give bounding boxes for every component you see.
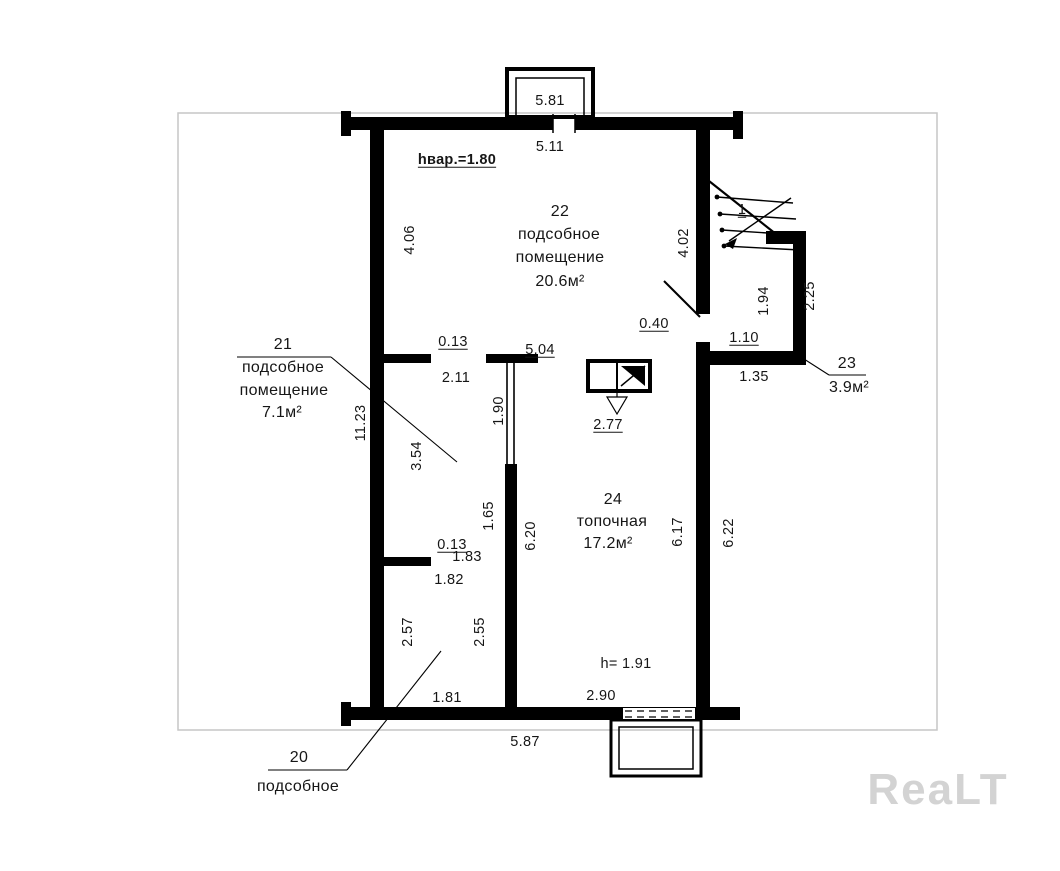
door-leaf-line <box>663 280 701 318</box>
room20-number: 20 <box>289 749 309 766</box>
dim-left-total: 11.23 <box>352 404 369 442</box>
dim-ext-inner: 1.94 <box>755 286 772 316</box>
room24-area: 17.2м² <box>583 535 633 552</box>
dim-mid-left: 3.54 <box>408 441 425 471</box>
room23-area: 3.9м² <box>828 379 870 396</box>
room22-name-line1: подсобное <box>517 226 601 243</box>
dim-right-upper: 4.02 <box>675 228 692 258</box>
burner-symbol <box>605 391 629 416</box>
dim-stub2-183: 1.83 <box>452 548 482 565</box>
dim-boiler: 2.77 <box>593 416 623 433</box>
stairs-direction-arrow <box>728 197 792 242</box>
room21-number: 21 <box>273 336 293 353</box>
dim-ext-corridor: 1.10 <box>729 329 759 346</box>
watermark: ReaLT <box>867 765 1009 814</box>
dim-stub1-length: 2.11 <box>441 369 471 386</box>
room21-name-line2: помещение <box>239 382 329 399</box>
partition-thin-wall <box>506 363 515 464</box>
chimney-box <box>505 67 595 119</box>
dim-left-upper: 4.06 <box>401 225 418 255</box>
note-height-bottom: h= 1.91 <box>600 655 652 672</box>
room24-name: топочная <box>576 513 648 530</box>
dim-stub1-thickness: 0.13 <box>438 333 468 350</box>
room22-number: 22 <box>550 203 570 220</box>
room23-number: 23 <box>837 355 857 372</box>
room24-number: 24 <box>603 491 623 508</box>
dim-partition-620: 6.20 <box>522 521 539 551</box>
plot-boundary <box>177 112 938 731</box>
arrowhead <box>725 238 737 249</box>
dim-door-width: 0.40 <box>639 315 669 332</box>
dim-right-inner: 6.17 <box>669 517 686 547</box>
bottom-protrusion <box>609 708 703 778</box>
leader-lines <box>237 356 866 771</box>
room21-name-line1: подсобное <box>241 359 325 376</box>
dim-stub2-thickness: 0.13 <box>437 536 467 553</box>
room21-area: 7.1м² <box>261 404 303 421</box>
stair-number: 1 <box>737 201 747 218</box>
dim-twall-top: 5.04 <box>525 341 555 358</box>
room20-name: подсобное <box>256 778 340 795</box>
dim-top-inner: 5.11 <box>535 138 565 155</box>
dim-bottom-290: 2.90 <box>586 687 616 704</box>
dim-right-outer: 6.22 <box>720 518 737 548</box>
dim-twall-drop: 1.90 <box>490 396 507 426</box>
room22-area: 20.6м² <box>535 273 585 290</box>
dim-chimney-width: 5.81 <box>535 92 565 109</box>
stairs-group <box>708 180 801 251</box>
dim-gap-165: 1.65 <box>480 501 497 531</box>
dim-ext-bottom: 1.35 <box>739 368 769 385</box>
dim-bottom-total: 5.87 <box>510 733 540 750</box>
dim-ext-right: 2.25 <box>801 281 818 311</box>
note-height-var: hвар.=1.80 <box>417 151 497 168</box>
room22-name-line2: помещение <box>515 249 605 266</box>
dim-lower-left: 2.57 <box>399 617 416 647</box>
dim-lower-mid: 2.55 <box>471 617 488 647</box>
dim-bottom-181: 1.81 <box>432 689 462 706</box>
dim-stub2-182: 1.82 <box>434 571 464 588</box>
boiler-symbol <box>586 359 652 393</box>
